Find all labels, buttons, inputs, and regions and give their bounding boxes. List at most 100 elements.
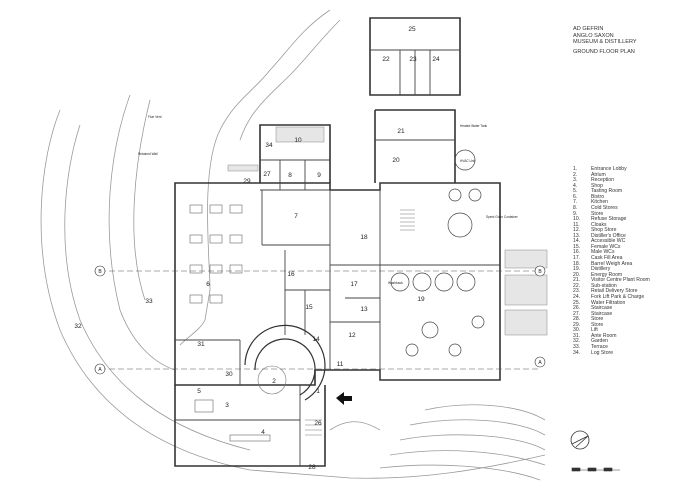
title-line-2: ANGLO SAXON — [573, 32, 614, 39]
title-line-1: AD GEFRIN — [573, 26, 604, 32]
legend-item: 21. Visitor Centre Plant Room — [573, 278, 698, 284]
legend-number: 25. — [573, 299, 581, 306]
svg-text:Washback: Washback — [388, 281, 403, 285]
legend-item: 30. Lift — [573, 328, 698, 334]
legend-number: 14. — [573, 238, 581, 245]
legend-room-name: Energy Room — [591, 271, 623, 278]
room-label: 22 — [382, 56, 390, 63]
legend-number: 1. — [573, 166, 578, 172]
stairs — [305, 209, 415, 436]
legend-number: 23. — [573, 288, 581, 295]
room-label: 5 — [197, 388, 201, 395]
legend-item: 24.Fork Lift Park & Charge — [573, 294, 698, 301]
legend-room-name: Entrance Lobby — [591, 166, 627, 172]
legend-room-name: Store — [591, 321, 604, 328]
room-label: 3 — [225, 402, 229, 409]
legend-item: 18. Barrel Weigh Area — [573, 260, 698, 268]
legend-item: 13. Distiller's Office — [573, 232, 698, 240]
legend-number: 20. — [573, 271, 581, 278]
svg-text:Spent Grain Container: Spent Grain Container — [486, 215, 519, 219]
svg-text:A: A — [98, 367, 102, 373]
atrium-curve — [244, 324, 326, 401]
room-label: 27 — [263, 171, 271, 178]
room-label: 14 — [312, 336, 320, 343]
svg-text:B: B — [538, 269, 542, 275]
legend-room-name: Store — [591, 210, 604, 217]
room-label: 4 — [261, 429, 265, 436]
legend-number: 18. — [573, 260, 581, 267]
legend-room-name: Water Filtration — [591, 299, 626, 306]
interior-walls — [175, 49, 500, 466]
legend-item: 32.Garden — [573, 339, 698, 345]
room-label: 28 — [308, 464, 316, 471]
legend-number: 16. — [573, 249, 581, 256]
legend-number: 22. — [573, 282, 581, 289]
legend-room-name: Male WCs — [591, 249, 615, 256]
legend-room-name: Tasting Room — [591, 188, 623, 195]
legend-item: 28.Store — [573, 317, 698, 323]
legend-item: 6.Bistro — [573, 194, 698, 201]
legend-room-name: Staircase — [591, 305, 613, 312]
legend-number: 30. — [573, 327, 581, 334]
legend-room-name: Female WCs — [591, 243, 621, 250]
legend-room-name: Visitor Centre Plant Room — [591, 277, 650, 284]
room-label: 9 — [317, 172, 321, 179]
legend-item: 9.Store — [573, 210, 698, 218]
section-lines — [100, 270, 540, 370]
legend-number: 8. — [573, 204, 578, 211]
room-label: 26 — [314, 420, 322, 427]
legend-room-name: Reception — [591, 177, 614, 184]
legend-room-name: Cask Fill Area — [591, 255, 623, 261]
legend-item: 2.Atrium — [573, 172, 698, 179]
legend-item: 33.Terrace — [573, 344, 698, 351]
legend-item: 17.Cask Fill Area — [573, 255, 698, 262]
legend-item: 14.Accessible WC — [573, 239, 698, 245]
legend-number: 31. — [573, 332, 581, 339]
room-label: 1 — [316, 388, 320, 395]
legend-item: 16. Male WCs — [573, 250, 698, 256]
room-label: 8 — [288, 172, 292, 179]
legend-item: 5. Tasting Room — [573, 189, 698, 195]
legend-number: 29. — [573, 321, 581, 328]
legend-room-name: Cloaks — [591, 221, 607, 228]
room-label: 16 — [287, 271, 295, 278]
legend-number: 3. — [573, 177, 578, 184]
legend-item: 1. Entrance Lobby — [573, 166, 698, 173]
legend-room-name: Barrel Weigh Area — [591, 260, 633, 267]
hatched-areas — [227, 126, 548, 336]
svg-text:B: B — [98, 269, 102, 275]
entrance-arrow-icon — [336, 392, 352, 405]
room-label: 17 — [350, 281, 358, 288]
legend-number: 4. — [573, 182, 578, 189]
room-label: 25 — [408, 26, 416, 33]
room-label: 7 — [294, 213, 298, 220]
room-label: 12 — [348, 332, 356, 339]
legend-number: 13. — [573, 232, 581, 239]
section-marker-b-right: B — [534, 265, 546, 277]
legend-number: 11. — [573, 221, 580, 228]
legend-room-name: Kitchen — [591, 199, 608, 206]
room-labels: 1 2 3 4 5 6 7 8 9 10 11 12 13 14 15 16 1… — [74, 26, 440, 471]
legend-number: 34. — [573, 349, 581, 356]
room-label: 13 — [360, 306, 368, 313]
room-label: 34 — [265, 142, 273, 149]
legend-item: 19.Distillery — [573, 267, 698, 273]
svg-text:A: A — [538, 360, 542, 366]
legend-item: 20. Energy Room — [573, 271, 698, 279]
legend-room-name: Distillery — [591, 266, 611, 273]
distillery-equipment — [390, 149, 485, 357]
room-label: 31 — [197, 341, 205, 348]
legend-room-name: Staircase — [591, 310, 613, 317]
legend-room-name: Store — [591, 316, 604, 323]
legend-number: 26. — [573, 305, 581, 312]
legend-room-name: Cold Stores — [591, 204, 618, 211]
legend-room-name: Log Store — [591, 349, 614, 356]
legend-room-name: Lift — [591, 327, 598, 334]
legend-room-name: Distiller's Office — [591, 232, 626, 239]
legend-number: 21. — [573, 277, 581, 284]
room-label: 29 — [243, 178, 251, 185]
legend-number: 5. — [573, 188, 578, 195]
room-label: 32 — [74, 323, 82, 330]
room-label: 19 — [417, 296, 425, 303]
